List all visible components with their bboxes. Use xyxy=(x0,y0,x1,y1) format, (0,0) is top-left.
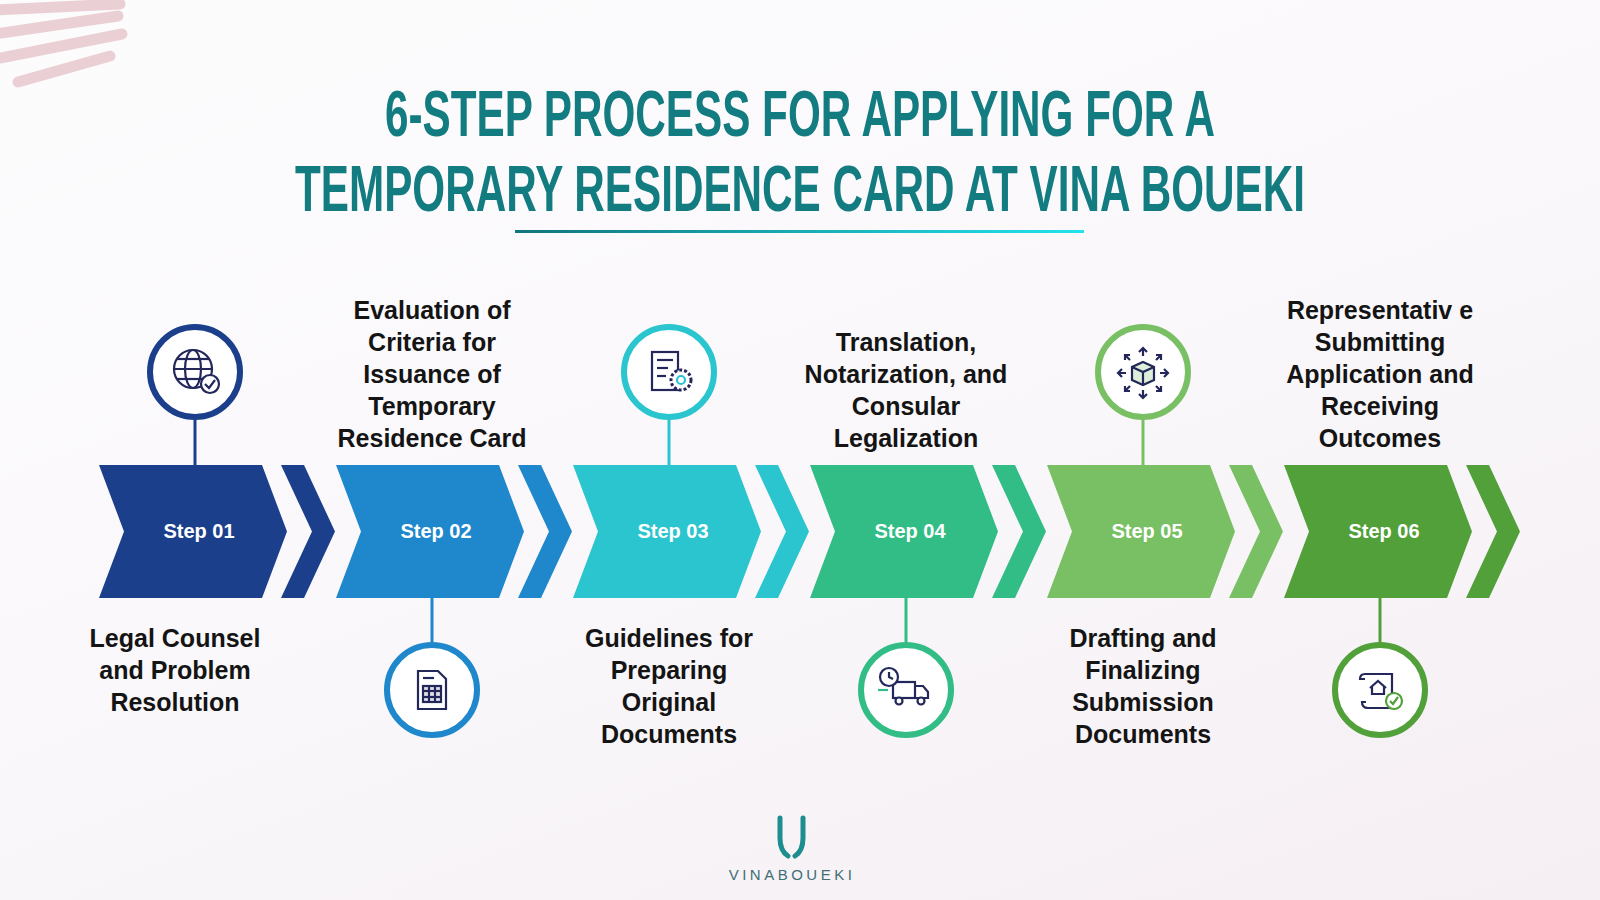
logo-mark xyxy=(780,818,803,856)
title: 6-STEP PROCESS FOR APPLYING FOR A TEMPOR… xyxy=(285,77,1315,227)
chevron-connector xyxy=(281,465,335,598)
truck-wheel xyxy=(918,698,925,705)
icon-circle xyxy=(1335,645,1425,735)
step-description: Evaluation of Criteria for Issuance of T… xyxy=(327,294,537,454)
document-icon xyxy=(418,671,446,709)
scribble-stroke xyxy=(0,4,120,10)
check-badge xyxy=(1386,693,1402,709)
stem-line xyxy=(1379,598,1382,642)
scroll-curl xyxy=(1360,674,1365,679)
truck-body xyxy=(893,682,915,698)
brand-label: VINABOUEKI xyxy=(692,866,892,883)
chevron-connector xyxy=(755,465,809,598)
icon-circles xyxy=(150,327,1425,735)
process-step: Step 02Evaluation of Criteria for Issuan… xyxy=(336,465,524,598)
step-number: Step 03 xyxy=(585,465,761,598)
house-symbol xyxy=(1370,681,1386,694)
chevron-fill xyxy=(810,465,998,598)
stem-line xyxy=(1142,420,1145,465)
table-line xyxy=(428,686,430,702)
trailing-chevron xyxy=(1466,465,1520,598)
icon-circle xyxy=(624,327,714,417)
globe-icon xyxy=(174,350,219,393)
globe-equator xyxy=(174,368,212,370)
logo-stroke xyxy=(780,818,788,856)
step-number: Step 02 xyxy=(348,465,524,598)
arrow xyxy=(1156,355,1161,360)
gear-hub xyxy=(677,376,685,384)
chevron-connector xyxy=(992,465,1046,598)
delivery-icon xyxy=(878,668,928,705)
icon-circle xyxy=(861,645,951,735)
stem-line xyxy=(668,420,671,465)
icon-circle xyxy=(387,645,477,735)
step-description: Representativ e Submitting Application a… xyxy=(1275,294,1485,454)
icon-circle xyxy=(150,327,240,417)
document-line xyxy=(657,359,673,361)
table-line xyxy=(423,690,441,692)
table-grid xyxy=(423,686,441,702)
logo-stroke xyxy=(795,818,803,856)
clock-face xyxy=(880,668,898,686)
icon-circle xyxy=(1098,327,1188,417)
arrow xyxy=(1125,355,1130,360)
step-description: Drafting and Finalizing Submission Docum… xyxy=(1038,622,1248,750)
speed-line xyxy=(878,689,888,691)
arrow xyxy=(1139,390,1147,398)
step-description: Legal Counsel and Problem Resolution xyxy=(70,622,280,718)
truck-cab xyxy=(915,686,928,698)
chevron-fill xyxy=(1047,465,1235,598)
document-line xyxy=(657,375,666,377)
check-mark xyxy=(205,380,215,388)
clock-hands xyxy=(889,672,893,679)
process-step: Step 03Guidelines for Preparing Original… xyxy=(573,465,761,598)
process-step: Step 06Representativ e Submitting Applic… xyxy=(1284,465,1472,598)
step-description: Guidelines for Preparing Original Docume… xyxy=(564,622,774,750)
box-edge xyxy=(1132,367,1154,385)
arrow xyxy=(1139,348,1147,356)
document-line xyxy=(423,677,434,679)
table-line xyxy=(434,686,436,702)
step-number: Step 04 xyxy=(822,465,998,598)
stem-line xyxy=(194,420,197,465)
document-outline xyxy=(418,671,446,709)
scribble-stroke xyxy=(0,16,118,34)
process-step: Step 05Drafting and Finalizing Submissio… xyxy=(1047,465,1235,598)
step-description: Translation, Notarization, and Consular … xyxy=(801,326,1011,454)
globe-parallel xyxy=(177,358,209,360)
chevron-fill xyxy=(99,465,287,598)
table-line xyxy=(423,696,441,698)
step-number: Step 01 xyxy=(111,465,287,598)
stem-line xyxy=(431,598,434,642)
arrow xyxy=(1160,369,1168,377)
stem-line xyxy=(905,598,908,642)
chevron-fill xyxy=(1284,465,1472,598)
title-underline xyxy=(515,230,1084,233)
arrow xyxy=(1118,369,1126,377)
document-line xyxy=(657,367,668,369)
step-number: Step 06 xyxy=(1296,465,1472,598)
process-step: Step 04Translation, Notarization, and Co… xyxy=(810,465,998,598)
check-badge xyxy=(201,375,219,393)
chevron-fill xyxy=(573,465,761,598)
chevron-fill xyxy=(336,465,524,598)
stems xyxy=(195,420,1380,642)
scribble xyxy=(0,4,122,82)
process-step: Step 01Legal Counsel and Problem Resolut… xyxy=(99,465,287,598)
scribble-stroke xyxy=(18,56,110,82)
arrow xyxy=(1156,386,1161,391)
legal-document-icon xyxy=(652,352,691,390)
gear-teeth xyxy=(671,370,691,390)
box-outline xyxy=(1132,362,1154,385)
arrow xyxy=(1125,386,1130,391)
certificate-icon xyxy=(1360,674,1402,709)
chevron-connector xyxy=(1229,465,1283,598)
step-number: Step 05 xyxy=(1059,465,1235,598)
chevron-connector xyxy=(518,465,572,598)
check-mark xyxy=(1390,697,1398,704)
truck-wheel xyxy=(896,698,903,705)
package-icon xyxy=(1118,348,1168,398)
